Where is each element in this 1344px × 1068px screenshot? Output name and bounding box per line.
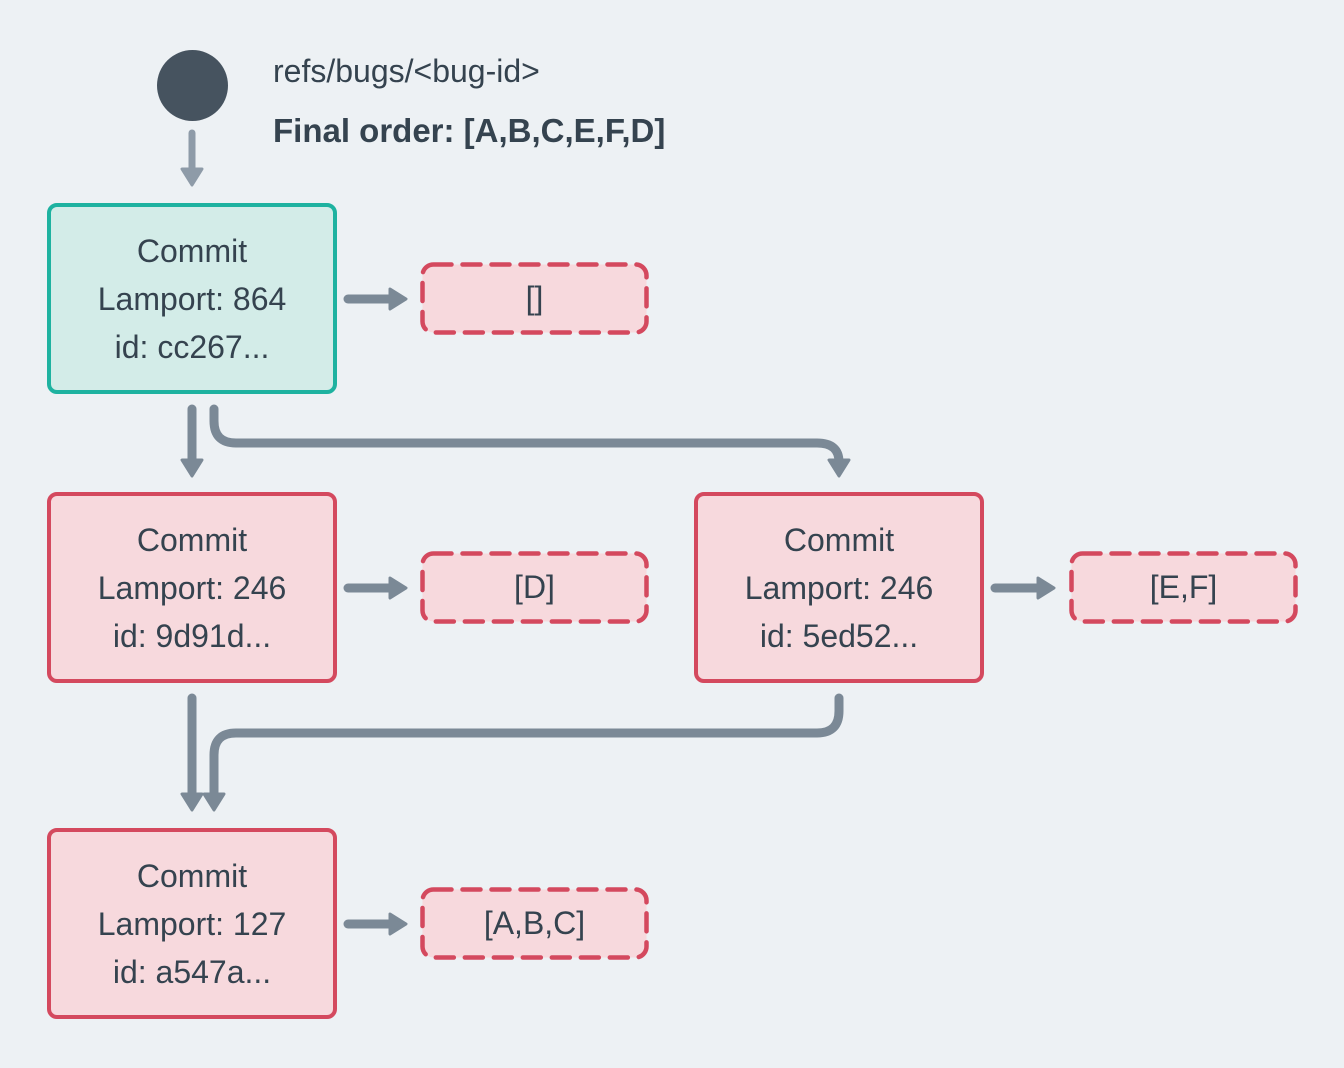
payload-label: [A,B,C] [483,905,586,941]
payload-box-right: [E,F] [1069,551,1298,624]
commit-lamport: Lamport: 127 [97,905,287,942]
commit-id: id: cc267... [114,328,270,365]
commit-lamport: Lamport: 864 [97,280,287,317]
commit-title: Commit [136,232,248,269]
commit-title: Commit [136,857,248,894]
ref-label: refs/bugs/<bug-id> [273,53,540,89]
commit-node-left: Commit Lamport: 246 id: 9d91d... [47,492,337,683]
edge-right-to-bottom [202,693,844,812]
commit-node-right: Commit Lamport: 246 id: 5ed52... [694,492,984,683]
payload-outline-right [1069,551,1298,624]
payload-box-root: [] [420,262,649,335]
edge-root-to-right [209,404,851,478]
payload-label: [E,F] [1149,569,1218,605]
payload-label: [D] [514,569,555,605]
payload-outline-left [420,551,649,624]
payload-outline-bottom [420,887,649,960]
commit-id: id: 5ed52... [759,617,919,654]
commit-title: Commit [136,521,248,558]
ref-head-icon [157,50,228,121]
final-order-label: Final order: [A,B,C,E,F,D] [273,112,666,149]
commit-lamport: Lamport: 246 [97,569,287,606]
commit-node-root: Commit Lamport: 864 id: cc267... [47,203,337,394]
payload-box-bottom: [A,B,C] [420,887,649,960]
commit-title: Commit [783,521,895,558]
payload-label: [] [525,280,544,316]
commit-id: id: 9d91d... [112,617,272,654]
commit-node-bottom: Commit Lamport: 127 id: a547a... [47,828,337,1019]
payload-outline-root [420,262,649,335]
payload-box-left: [D] [420,551,649,624]
commit-id: id: a547a... [112,953,272,990]
commit-lamport: Lamport: 246 [744,569,934,606]
